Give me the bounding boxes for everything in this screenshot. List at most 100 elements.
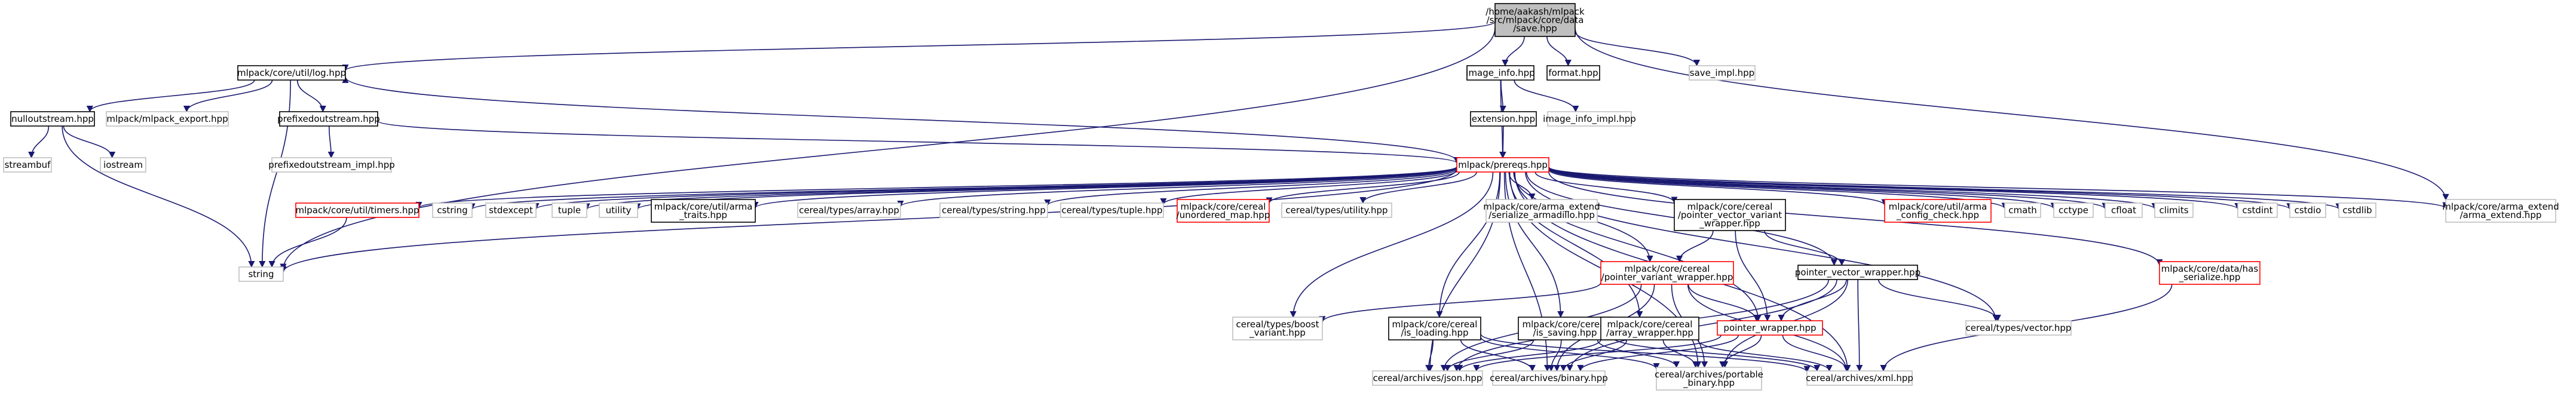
node-iostream[interactable]: iostream [100,157,146,173]
node-box [271,157,392,173]
node-box [1388,317,1481,340]
node-unordered-map[interactable]: mlpack/core/cereal/unordered_map.hpp [1177,199,1270,223]
edge-pointer_wrapper-to-binary [1577,334,1739,372]
node-box [651,199,756,223]
node-cctype[interactable]: cctype [2053,202,2094,218]
edge-root-to-format [1546,36,1572,67]
node-cereal-array[interactable]: cereal/types/array.hpp [797,202,901,218]
edge-prereqs-to-is_saving [1505,171,1564,318]
node-image-info-impl[interactable]: image_info_impl.hpp [1543,111,1636,127]
node-box [106,111,229,127]
node-cereal-string[interactable]: cereal/types/string.hpp [939,202,1048,218]
node-label: cmath [2008,205,2036,216]
node-box [1806,370,1913,386]
node-cstdint[interactable]: cstdint [2237,202,2278,218]
node-box [295,202,419,218]
node-label: mlpack/prereqs.hpp [1458,159,1548,170]
node-save-impl[interactable]: save_impl.hpp [1689,65,1756,81]
node-is-saving[interactable]: mlpack/core/cereal/is_saving.hpp [1518,317,1612,340]
node-label: cereal/types/string.hpp [942,205,1046,216]
edge-prereqs-to-cstdlib [1548,167,2342,210]
node-box [2445,199,2556,223]
node-streambuf[interactable]: streambuf [3,157,52,173]
node-climits[interactable]: climits [2154,202,2194,218]
node-prefixedoutstream-impl[interactable]: prefixedoutstream_impl.hpp [268,157,395,173]
node-prefixedoutstream[interactable]: prefixedoutstream.hpp [277,111,380,127]
edge-root-to-image_info [1502,36,1525,67]
node-cstdio[interactable]: cstdio [2289,202,2326,218]
node-array-wrapper[interactable]: mlpack/core/cereal/array_wrapper.hpp [1600,317,1699,340]
edge-prereqs-to-string [280,168,1457,273]
node-nulloutstream[interactable]: nulloutstream.hpp [10,111,95,127]
node-box [939,202,1048,218]
node-label: format.hpp [1548,67,1598,78]
edge-prereqs-to-unordered_map [1266,171,1460,204]
node-box [1281,202,1392,218]
node-label: save_impl.hpp [1690,67,1754,79]
node-config-check[interactable]: mlpack/core/util/arma_config_check.hpp [1884,199,1992,223]
node-cereal-tuple[interactable]: cereal/types/tuple.hpp [1060,202,1164,218]
node-box [10,111,95,127]
edge-log-to-nulloutstream [86,79,255,113]
edge-nulloutstream-to-string [62,125,255,268]
node-format[interactable]: format.hpp [1546,65,1600,81]
node-cfloat[interactable]: cfloat [2105,202,2143,218]
node-utility[interactable]: utility [599,202,638,218]
edge-pointer_wrapper-to-xml [1782,334,1851,372]
node-cmath[interactable]: cmath [2004,202,2041,218]
node-label: mlpack/core/cereal [1607,319,1693,330]
node-label: cereal/types/boost [1236,319,1319,330]
node-box [1372,370,1483,386]
node-mlpack-export[interactable]: mlpack/mlpack_export.hpp [106,111,229,127]
node-image-info[interactable]: image_info.hpp [1466,65,1535,81]
node-box [1060,202,1164,218]
edge-prereqs-to-is_loading [1436,171,1500,318]
node-has-serialize[interactable]: mlpack/core/data/has_serialize.hpp [2159,261,2260,285]
node-boost-variant[interactable]: cereal/types/boost_variant.hpp [1232,317,1323,340]
edge-log-to-prefixedoutstream [296,79,326,113]
node-binary[interactable]: cereal/archives/binary.hpp [1490,370,1608,386]
node-label: _wrapper.hpp [1699,218,1760,229]
node-arma-traits[interactable]: mlpack/core/util/arma_traits.hpp [651,199,756,223]
node-timers[interactable]: mlpack/core/util/timers.hpp [295,202,419,218]
node-label: cereal/types/array.hpp [799,205,899,216]
node-extension[interactable]: extension.hpp [1470,111,1537,127]
node-box [238,266,284,282]
node-log[interactable]: mlpack/core/util/log.hpp [237,65,346,81]
node-label: /home/aakash/mlpack [1485,7,1585,17]
node-cstring[interactable]: cstring [432,202,473,218]
edge-is_saving-to-binary [1548,339,1562,372]
node-box [2154,202,2194,218]
node-pointer-vector-variant[interactable]: mlpack/core/cereal/pointer_vector_varian… [1674,199,1786,231]
node-label: /is_loading.hpp [1401,327,1468,339]
node-json[interactable]: cereal/archives/json.hpp [1372,370,1483,386]
node-label: _traits.hpp [679,210,727,221]
node-is-loading[interactable]: mlpack/core/cereal/is_loading.hpp [1388,317,1481,340]
node-label: /is_saving.hpp [1533,327,1597,339]
edge-pointer_vector_wrapper-to-xml [1856,279,1863,372]
node-root[interactable]: /home/aakash/mlpack/src/mlpack/core/data… [1485,3,1585,37]
node-label: /unordered_map.hpp [1177,210,1270,221]
node-cereal-vector[interactable]: cereal/types/vector.hpp [1965,320,2072,336]
node-prereqs[interactable]: mlpack/prereqs.hpp [1456,157,1549,173]
node-cereal-utility[interactable]: cereal/types/utility.hpp [1281,202,1392,218]
node-xml[interactable]: cereal/archives/xml.hpp [1806,370,1913,386]
node-portable-binary[interactable]: cereal/archives/portable_binary.hpp [1655,367,1763,391]
edge-log-to-string [259,79,291,268]
node-box [1547,111,1632,127]
node-pointer-wrapper[interactable]: pointer_wrapper.hpp [1717,320,1823,336]
edge-root-to-save_impl [1575,31,1701,67]
node-arma-extend[interactable]: mlpack/core/arma_extend/arma_extend.hpp [2442,199,2559,223]
node-pointer-vector-wrapper[interactable]: pointer_vector_wrapper.hpp [1795,265,1920,280]
node-box [2105,202,2143,218]
node-pointer-variant-wrapper[interactable]: mlpack/core/cereal/pointer_variant_wrapp… [1600,261,1734,285]
node-string[interactable]: string [238,266,284,282]
node-cstdlib[interactable]: cstdlib [2338,202,2376,218]
node-serialize-armadillo[interactable]: mlpack/core/arma_extend/serialize_armadi… [1483,199,1600,223]
edge-is_loading-to-xml [1480,333,1811,373]
node-tuple[interactable]: tuple [552,202,587,218]
edge-is_loading-to-portable_binary [1480,336,1660,370]
edge-prereqs-to-arma_extend [1548,166,2449,209]
node-box [1546,65,1600,81]
node-stdexcept[interactable]: stdexcept [485,202,537,218]
